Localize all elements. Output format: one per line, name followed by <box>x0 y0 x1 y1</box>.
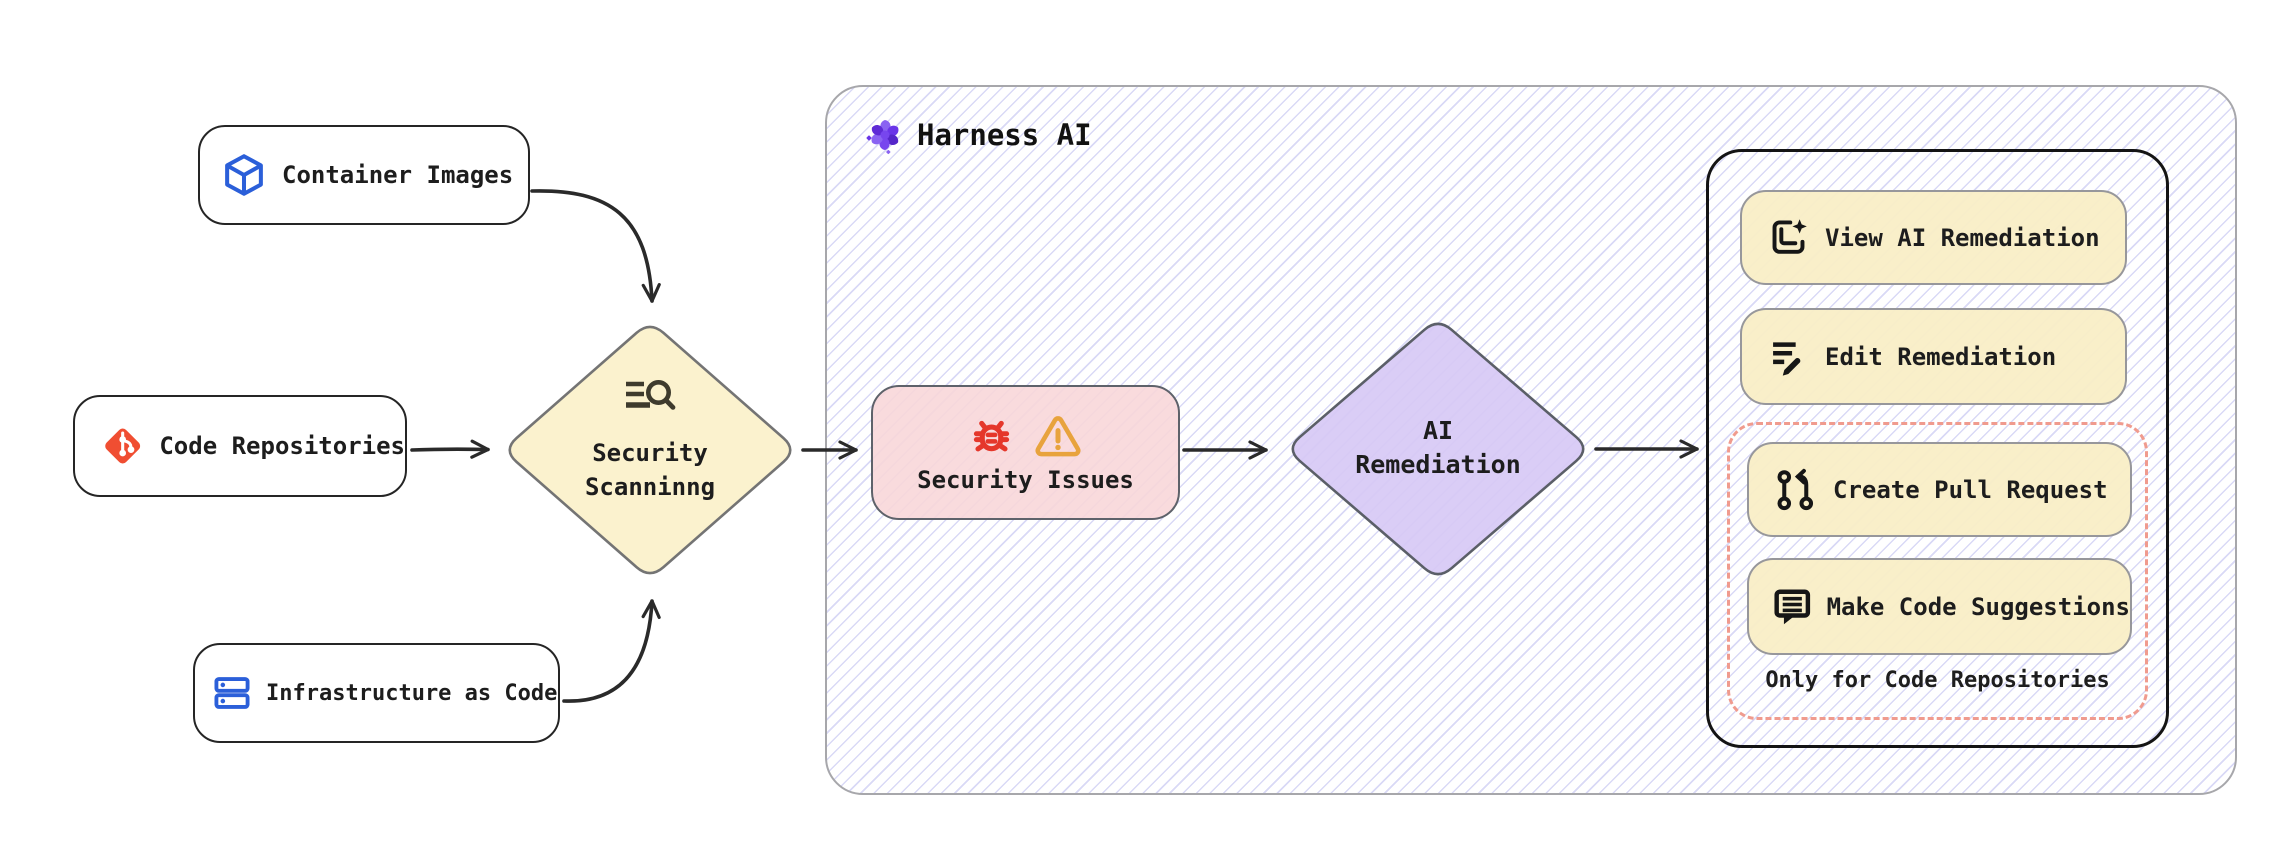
infrastructure-as-code-label: Infrastructure as Code <box>266 680 558 706</box>
harness-ai-title: Harness AI <box>917 118 1092 152</box>
pull-request-icon <box>1777 468 1814 510</box>
arrow-container-images-to-scanning <box>530 189 661 303</box>
security-issues-label: Security Issues <box>917 466 1134 494</box>
search-list-icon <box>626 380 676 410</box>
code-repositories-node: Code Repositories <box>73 395 407 497</box>
create-pull-request-button[interactable]: Create Pull Request <box>1747 442 2132 537</box>
view-ai-remediation-label: View AI Remediation <box>1825 223 2100 252</box>
harness-ai-label: Harness AI <box>865 115 1092 155</box>
git-icon <box>105 428 141 464</box>
ai-remediation-label: AI Remediation <box>1355 416 1521 479</box>
remediation-actions-panel: View AI Remediation Edit Remediation <box>1706 149 2169 748</box>
bug-icon <box>973 420 1010 451</box>
container-images-label: Container Images <box>282 161 514 189</box>
cube-icon <box>225 154 263 196</box>
make-code-suggestions-button[interactable]: Make Code Suggestions <box>1747 558 2132 655</box>
issues-icons <box>968 411 1083 461</box>
infrastructure-as-code-node: Infrastructure as Code <box>193 643 560 743</box>
make-code-suggestions-label: Make Code Suggestions <box>1826 592 2130 621</box>
document-sparkle-icon <box>1772 219 1807 254</box>
create-pull-request-label: Create Pull Request <box>1833 475 2108 504</box>
harness-ai-logo-icon <box>866 120 899 155</box>
code-repositories-label: Code Repositories <box>159 432 405 460</box>
diamond-shape <box>508 325 792 575</box>
edit-remediation-button[interactable]: Edit Remediation <box>1740 308 2127 405</box>
server-stack-icon <box>214 677 250 709</box>
edit-list-icon <box>1773 342 1801 376</box>
security-issues-node: Security Issues <box>871 385 1180 520</box>
ai-remediation-diamond: AI Remediation <box>1283 315 1593 581</box>
edit-remediation-label: Edit Remediation <box>1825 342 2057 371</box>
comment-lines-icon <box>1774 589 1811 624</box>
container-images-node: Container Images <box>198 125 530 225</box>
code-repositories-only-group: Create Pull Request Make Code Suggestion… <box>1727 422 2148 720</box>
diamond-shape <box>1291 322 1585 576</box>
arrow-code-repositories-to-scanning <box>410 439 490 459</box>
code-repositories-note: Only for Code Repositories <box>1765 668 2110 693</box>
arrow-infrastructure-to-scanning <box>562 599 661 703</box>
warning-triangle-icon <box>1035 416 1081 457</box>
security-scanning-label: Security Scanninng <box>584 439 716 501</box>
security-scanning-diamond: Security Scanninng <box>500 318 800 582</box>
view-ai-remediation-button[interactable]: View AI Remediation <box>1740 190 2127 285</box>
